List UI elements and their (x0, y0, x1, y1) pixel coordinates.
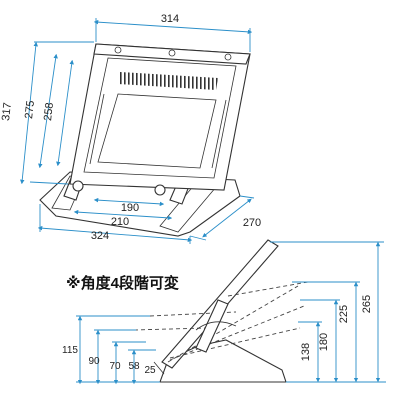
side-support-hinge (195, 321, 237, 331)
dim-58-label: 58 (128, 361, 140, 372)
dim-115-label: 115 (62, 345, 78, 356)
dim-258-label: 258 (42, 102, 56, 122)
hinge-knob-left (72, 180, 84, 192)
dim-90-label: 90 (88, 356, 100, 367)
dim-138-label: 138 (300, 343, 312, 361)
stand-side-view (133, 239, 309, 383)
stand-tray (69, 43, 251, 191)
dim-225-label: 225 (338, 305, 350, 323)
caption-angle-adjustable: ※角度4段階可変 (66, 274, 179, 292)
dim-210-label: 210 (111, 216, 129, 228)
dimension-depth: 270 (189, 195, 261, 241)
dim-265-label: 265 (361, 295, 373, 313)
dim-317-label: 317 (0, 102, 14, 122)
stand-isometric-view (39, 43, 251, 237)
dimension-heights-left-side: 115 90 70 58 25 (62, 315, 165, 385)
side-rail (211, 99, 227, 169)
side-support-arm (195, 299, 229, 353)
screw-hole (168, 49, 176, 57)
vent-slots (118, 72, 218, 90)
dim-324-label: 324 (91, 230, 109, 242)
tray-arc-guide (133, 327, 207, 331)
screw-hole (224, 53, 232, 61)
dimension-base-widths: 190 210 324 (37, 197, 193, 244)
tilt-pointer (153, 361, 165, 375)
dim-25-label: 25 (144, 365, 156, 376)
dim-314-label: 314 (161, 13, 179, 25)
tray-top-lip (93, 43, 251, 65)
dim-70-label: 70 (109, 361, 121, 372)
tray-position-180 (169, 305, 305, 361)
dimension-width-top: 314 (93, 13, 253, 52)
dim-190-label: 190 (121, 202, 139, 214)
dim-275-label: 275 (23, 100, 37, 120)
dim-270-label: 270 (243, 217, 261, 229)
dimension-heights-left: 317 275 258 (0, 41, 94, 185)
tray-recess (97, 93, 217, 169)
tray-position-138 (169, 327, 301, 359)
side-rail (89, 93, 105, 165)
hinge-knob-right (154, 184, 166, 196)
dimension-heights-right: 265 225 180 138 (270, 241, 386, 383)
screw-hole (114, 46, 122, 54)
tray-inner-frame (83, 57, 237, 179)
dim-180-label: 180 (318, 333, 330, 351)
